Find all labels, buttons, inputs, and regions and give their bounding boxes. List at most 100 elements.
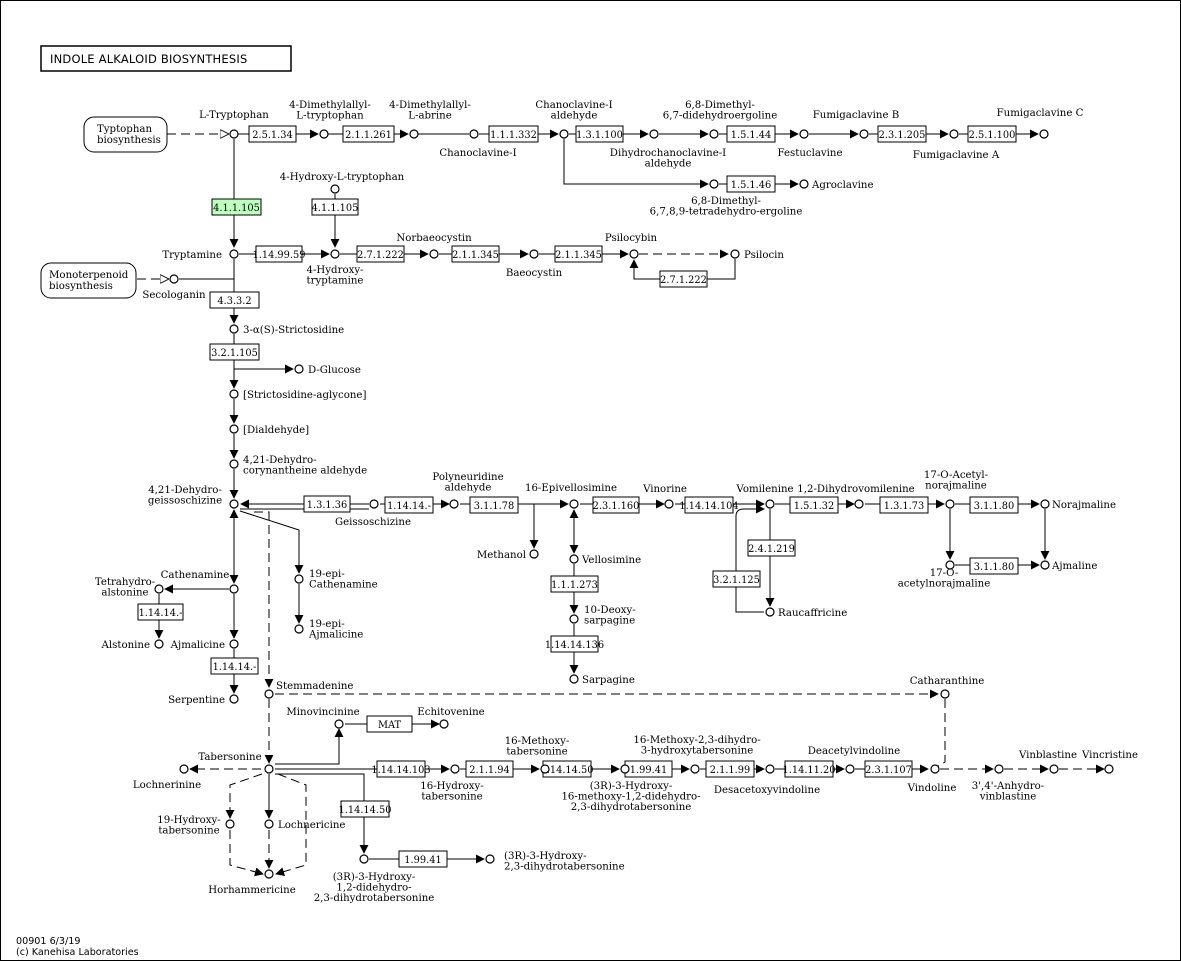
compound-dot[interactable]	[949, 129, 959, 139]
compound-dot[interactable]	[709, 129, 719, 139]
enzyme-box[interactable]: 2.1.1.345	[451, 245, 500, 263]
compound-node[interactable]: Tetrahydro-alstonine	[95, 577, 164, 599]
compound-node[interactable]: 10-Deoxy-sarpagine	[569, 605, 636, 627]
enzyme-box[interactable]: 1.3.1.73	[879, 496, 929, 514]
compound-dot[interactable]	[1040, 560, 1050, 570]
compound-dot[interactable]	[369, 499, 379, 509]
compound-node[interactable]: Norbaeocystin	[396, 233, 472, 259]
compound-node[interactable]: Minovincinine	[286, 707, 360, 729]
compound-dot[interactable]	[730, 249, 740, 259]
compound-dot[interactable]	[1039, 129, 1049, 139]
compound-node[interactable]: Cathenamine	[161, 570, 239, 594]
compound-dot[interactable]	[1040, 499, 1050, 509]
compound-node[interactable]: 3',4'-Anhydro-vinblastine	[972, 764, 1044, 803]
enzyme-box[interactable]: 2.7.1.222	[659, 270, 708, 288]
compound-dot[interactable]	[229, 424, 239, 434]
compound-node[interactable]: Deacetylvindoline	[808, 746, 900, 774]
enzyme-box[interactable]: 1.5.1.46	[726, 175, 776, 193]
compound-node[interactable]: Sarpagine	[569, 674, 635, 686]
compound-node[interactable]: 4,21-Dehydro-geissoschizine	[148, 485, 239, 509]
compound-dot[interactable]	[229, 129, 239, 139]
compound-dot[interactable]	[620, 764, 630, 774]
compound-dot[interactable]	[264, 764, 274, 774]
enzyme-box[interactable]: 1.3.1.100	[575, 125, 624, 143]
compound-node[interactable]: Baeocystin	[506, 249, 563, 279]
compound-node[interactable]: Fumigaclavine A	[913, 129, 1000, 161]
compound-node[interactable]: 3-α(S)-Strictosidine	[229, 324, 344, 336]
compound-node[interactable]: 1,2-Dihydrovomilenine	[797, 484, 915, 509]
enzyme-box[interactable]: 1.14.99.59	[253, 245, 306, 263]
compound-node[interactable]: Fumigaclavine C	[997, 108, 1084, 139]
compound-node[interactable]: Vinblastine	[1018, 750, 1077, 774]
compound-dot[interactable]	[264, 869, 274, 879]
compound-node[interactable]: 4,21-Dehydro-corynantheine aldehyde	[229, 455, 367, 477]
compound-node[interactable]: Agroclavine	[799, 179, 874, 191]
compound-dot[interactable]	[569, 614, 579, 624]
compound-node[interactable]: 19-epi-Cathenamine	[294, 569, 378, 591]
enzyme-box[interactable]: 1.14.14.-	[137, 603, 184, 621]
enzyme-box[interactable]: 3.2.1.105	[209, 343, 260, 361]
compound-node[interactable]: Secologanin	[142, 274, 206, 301]
compound-dot[interactable]	[690, 764, 700, 774]
compound-node[interactable]: Lochnericine	[264, 819, 345, 831]
compound-node[interactable]: 4-Hydroxy-L-tryptophan	[280, 172, 405, 194]
compound-dot[interactable]	[569, 674, 579, 684]
enzyme-box[interactable]: 3.2.1.125	[712, 570, 761, 588]
enzyme-box[interactable]: 1.14.14.-	[210, 657, 259, 675]
compound-dot[interactable]	[649, 129, 659, 139]
enzyme-box[interactable]: 1.5.1.32	[789, 496, 839, 514]
compound-node[interactable]: Chanoclavine-I	[439, 129, 517, 159]
compound-dot[interactable]	[799, 129, 809, 139]
enzyme-box[interactable]: MAT	[366, 715, 413, 733]
compound-node[interactable]: Psilocybin	[605, 233, 658, 259]
compound-dot[interactable]	[994, 764, 1004, 774]
compound-dot[interactable]	[264, 819, 274, 829]
compound-dot[interactable]	[930, 764, 940, 774]
compound-dot[interactable]	[229, 249, 239, 259]
compound-dot[interactable]	[179, 764, 189, 774]
compound-node[interactable]: Norajmaline	[1040, 499, 1116, 511]
compound-node[interactable]: Stemmadenine	[264, 681, 353, 699]
map-tryptophan-biosynthesis[interactable]: Typtophan biosynthesis	[83, 116, 168, 153]
compound-node[interactable]: [Dialdehyde]	[229, 424, 309, 436]
enzyme-box[interactable]: 2.1.1.345	[554, 245, 603, 263]
compound-dot[interactable]	[569, 499, 579, 509]
compound-dot[interactable]	[264, 689, 274, 699]
compound-node[interactable]: 4-Dimethylallyl-L-tryptophan	[289, 100, 371, 139]
enzyme-box[interactable]: 2.5.1.34	[248, 125, 297, 143]
enzyme-box[interactable]: 1.14.14.104	[679, 496, 739, 514]
compound-node[interactable]: (3R)-3-Hydroxy-1,2-didehydro-2,3-dihydro…	[314, 854, 435, 904]
enzyme-box[interactable]: 1.14.11.20	[783, 760, 836, 778]
compound-node[interactable]: Raucaffricine	[765, 607, 847, 619]
compound-dot[interactable]	[799, 179, 809, 189]
compound-node[interactable]: 6,8-Dimethyl-6,7,8,9-tetradehydro-ergoli…	[650, 179, 803, 218]
compound-node[interactable]: 4-Dimethylallyl-L-abrine	[389, 100, 471, 139]
compound-node[interactable]: (3R)-3-Hydroxy-2,3-dihydrotabersonine	[485, 850, 625, 873]
compound-dot[interactable]	[439, 719, 449, 729]
compound-dot[interactable]	[169, 274, 179, 284]
enzyme-box[interactable]: 1.14.14.103	[371, 760, 431, 778]
compound-node[interactable]: 19-Hydroxy-tabersonine	[157, 815, 235, 837]
compound-node[interactable]: Echitovenine	[417, 707, 485, 729]
enzyme-box[interactable]: 1.1.1.273	[550, 575, 599, 593]
enzyme-box[interactable]: 3.1.1.80	[969, 557, 1019, 575]
compound-dot[interactable]	[319, 129, 329, 139]
enzyme-box[interactable]: 1.99.41	[624, 760, 673, 778]
compound-node[interactable]: Fumigaclavine B	[813, 110, 900, 139]
enzyme-box[interactable]: 4.3.3.2	[209, 291, 260, 309]
compound-dot[interactable]	[294, 364, 304, 374]
enzyme-box[interactable]: 2.1.1.94	[465, 760, 514, 778]
compound-dot[interactable]	[940, 689, 950, 699]
compound-dot[interactable]	[229, 639, 239, 649]
compound-dot[interactable]	[229, 324, 239, 334]
compound-dot[interactable]	[629, 249, 639, 259]
compound-dot[interactable]	[429, 249, 439, 259]
compound-node[interactable]: Vindoline	[907, 764, 957, 794]
compound-dot[interactable]	[765, 764, 775, 774]
compound-dot[interactable]	[1049, 764, 1059, 774]
compound-dot[interactable]	[664, 499, 674, 509]
compound-dot[interactable]	[450, 764, 460, 774]
compound-dot[interactable]	[485, 854, 495, 864]
compound-node[interactable]: Vellosimine	[569, 554, 641, 566]
